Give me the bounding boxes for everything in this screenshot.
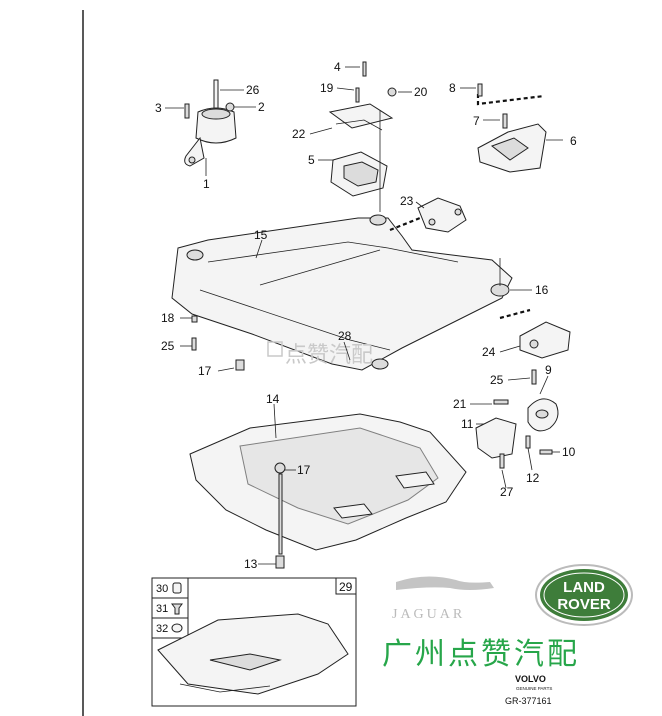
callout-4: 4 — [334, 60, 341, 74]
svg-text:LAND: LAND — [563, 579, 605, 596]
callout-9: 9 — [545, 363, 552, 377]
callout-23: 23 — [400, 194, 414, 208]
callout-17b: 17 — [297, 463, 311, 477]
inset-box — [151, 577, 357, 707]
callout-27: 27 — [500, 485, 514, 499]
legend-31: 31 — [156, 603, 168, 615]
land-rover-logo: LAND ROVER — [535, 564, 633, 626]
callout-22: 22 — [292, 127, 306, 141]
callout-26: 26 — [246, 83, 260, 97]
engine-mount-left — [184, 79, 237, 167]
callout-1: 1 — [203, 177, 210, 191]
callout-25b: 25 — [490, 373, 504, 387]
callout-12: 12 — [526, 471, 540, 485]
callout-5: 5 — [308, 153, 315, 167]
callout-13: 13 — [244, 557, 258, 571]
legend-32: 32 — [156, 623, 168, 635]
mount-24 — [499, 308, 571, 385]
inset-label-29: 29 — [339, 580, 353, 594]
svg-text:点赞汽配: 点赞汽配 — [285, 343, 373, 368]
watermark-right: 广州点赞汽配 — [382, 637, 580, 672]
callout-2: 2 — [258, 100, 265, 114]
volvo-logo: VOLVO — [515, 674, 546, 684]
callout-28: 28 — [338, 329, 352, 343]
callout-11: 11 — [461, 417, 474, 431]
watermark-center: 点赞汽配 — [267, 341, 373, 368]
callout-24: 24 — [482, 345, 496, 359]
callout-18: 18 — [161, 311, 175, 325]
callout-7: 7 — [473, 114, 480, 128]
legend-30: 30 — [156, 583, 168, 595]
engine-mount-center — [328, 61, 397, 212]
callout-8: 8 — [449, 81, 456, 95]
callout-15: 15 — [254, 228, 268, 242]
splash-shield — [189, 413, 467, 569]
callout-16: 16 — [535, 283, 549, 297]
callout-10: 10 — [562, 445, 576, 459]
jaguar-logo: JAGUAR — [392, 576, 494, 622]
callout-25a: 25 — [161, 339, 175, 353]
svg-text:JAGUAR: JAGUAR — [392, 607, 465, 622]
callout-19: 19 — [320, 81, 334, 95]
torque-rod — [475, 398, 559, 469]
diagram-ref: GR-377161 — [505, 696, 552, 706]
callout-leaders — [165, 66, 563, 565]
callout-17a: 17 — [198, 364, 212, 378]
callout-14: 14 — [266, 392, 280, 406]
callout-20: 20 — [414, 85, 428, 99]
callout-21: 21 — [453, 397, 467, 411]
callout-3: 3 — [155, 101, 162, 115]
callout-6: 6 — [570, 134, 577, 148]
bracket-23 — [417, 197, 467, 233]
svg-text:ROVER: ROVER — [557, 596, 611, 613]
callout-labels: 1 2 3 4 5 6 7 8 9 10 11 12 13 14 15 16 1… — [155, 60, 577, 635]
engine-mount-right — [476, 83, 547, 173]
volvo-genuine-parts: GENUINE PARTS — [516, 686, 552, 691]
